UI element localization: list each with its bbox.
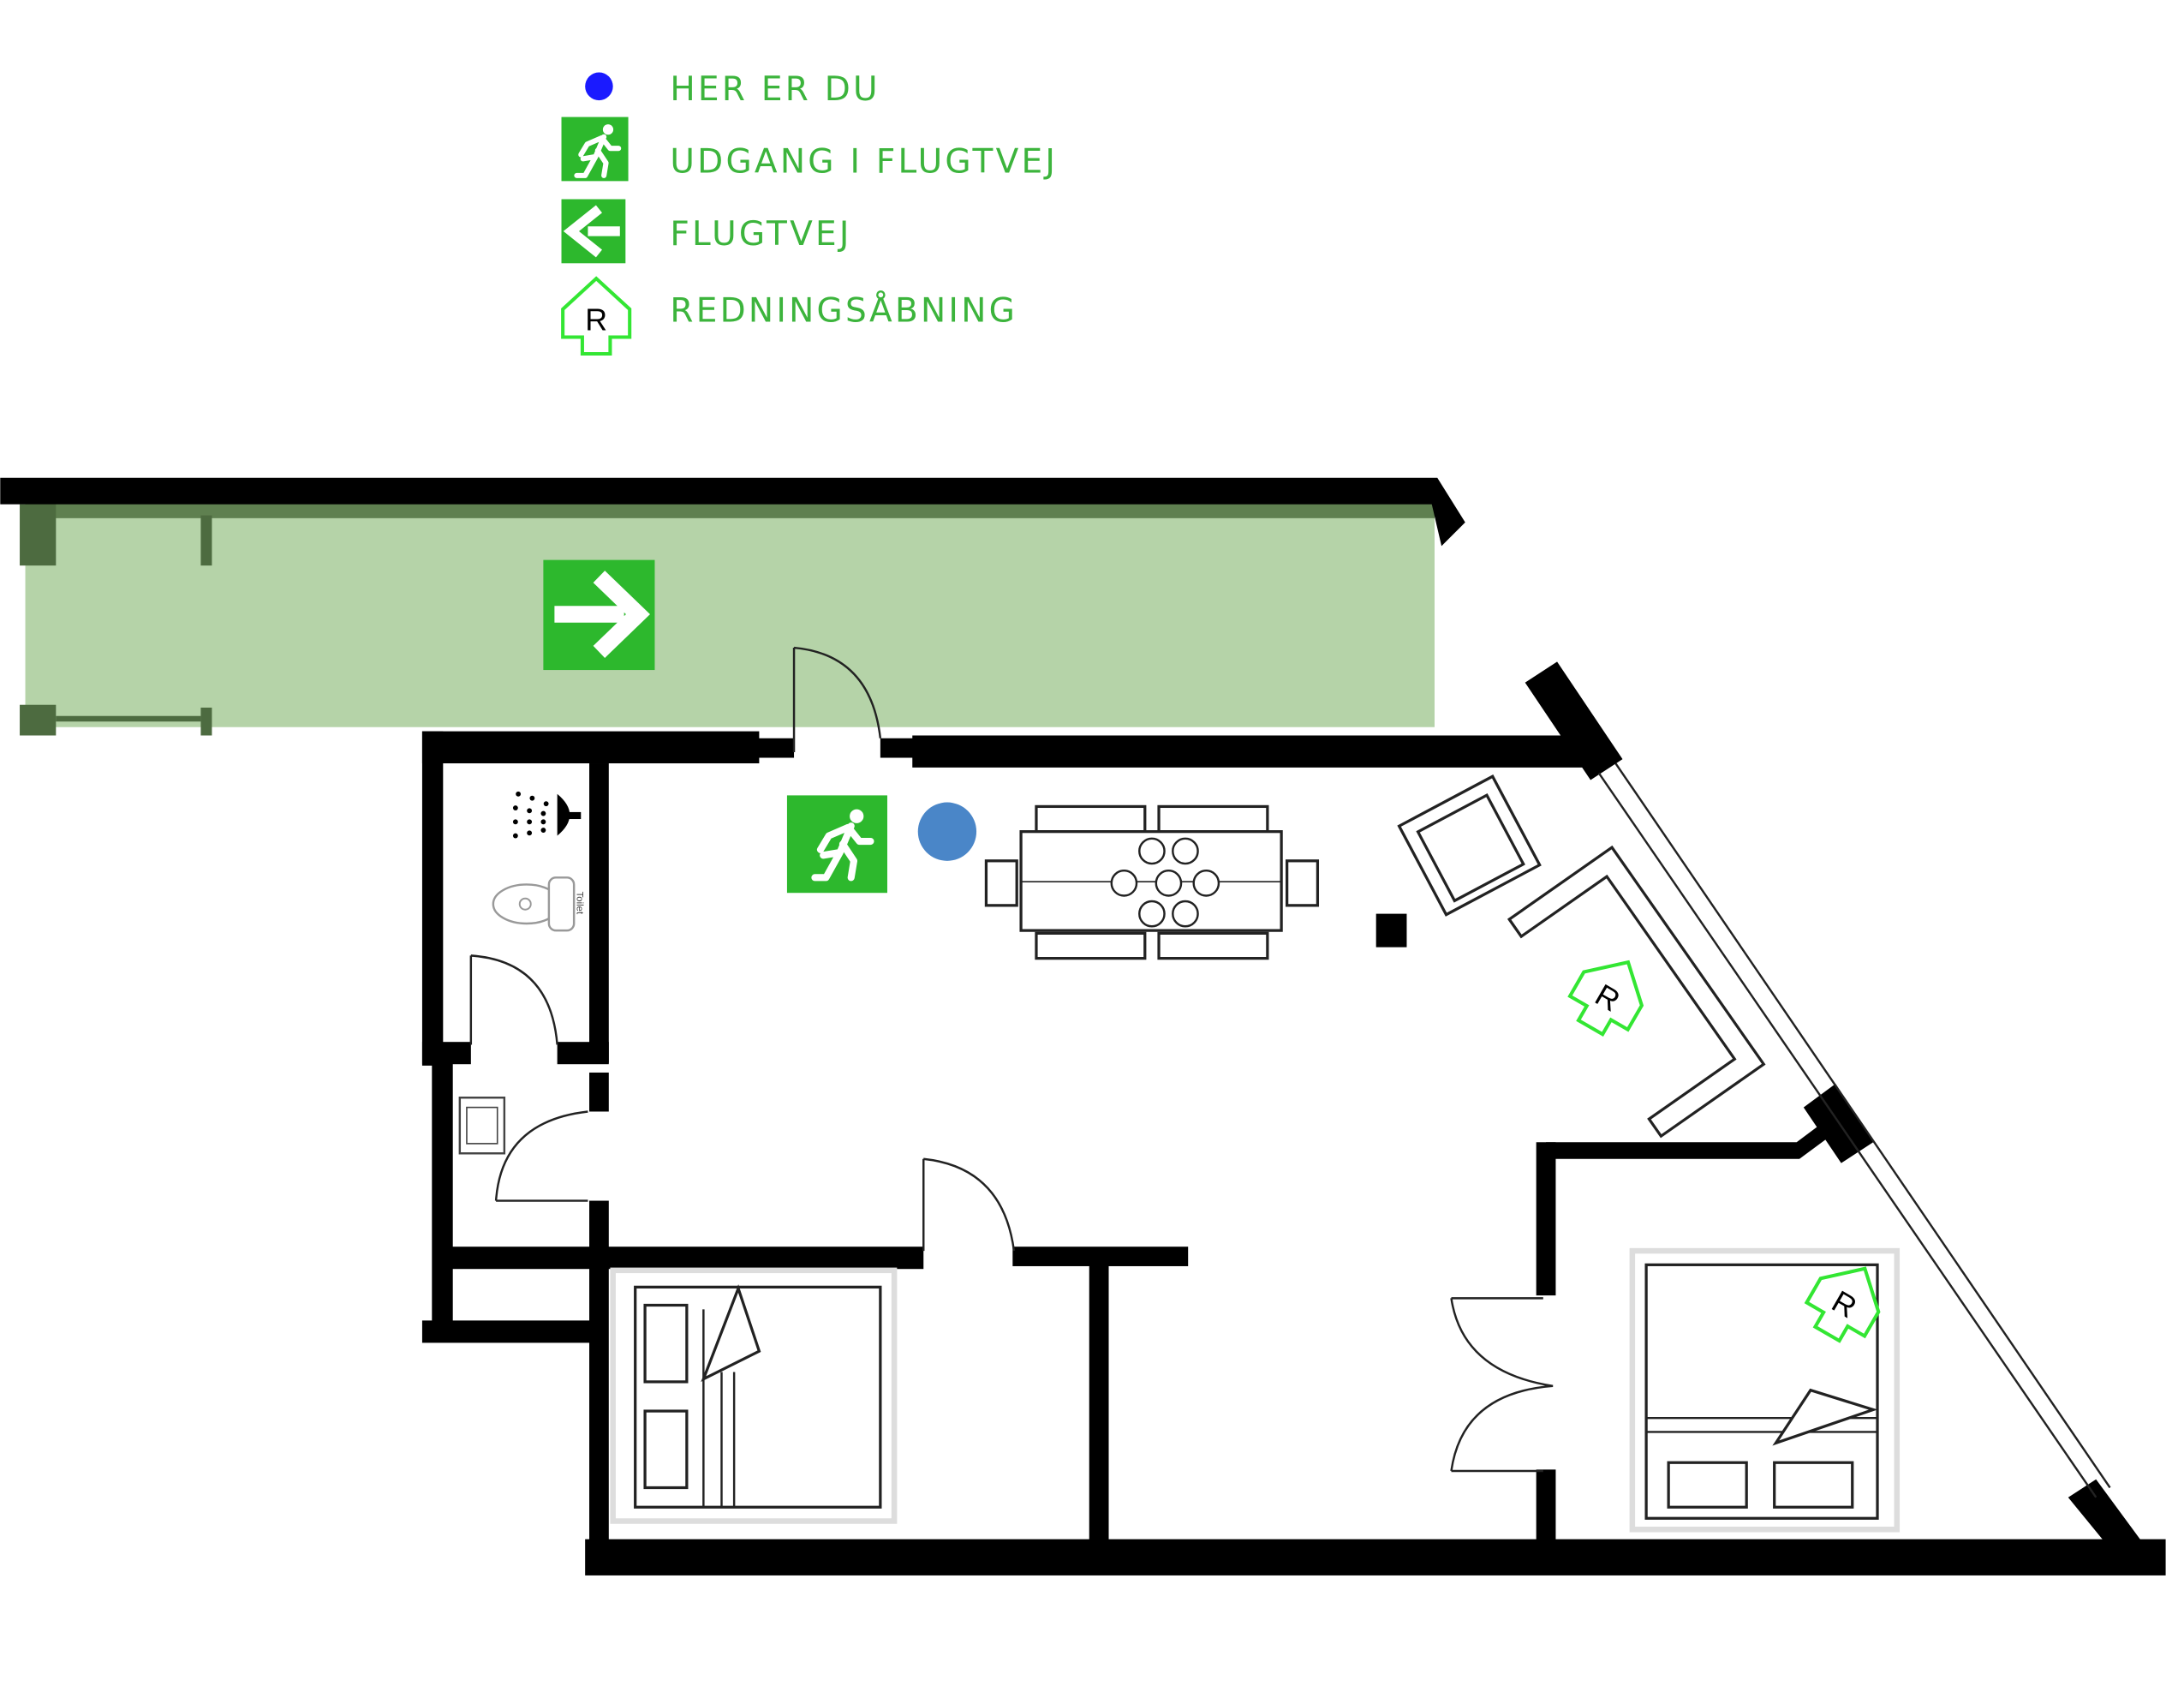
emergency-exit-running-man-icon [561, 117, 629, 182]
rescue-opening-r-icon: R [563, 278, 630, 354]
armchair [1397, 774, 1542, 917]
rescue-opening-sign: R [1561, 946, 1656, 1044]
svg-text:R: R [585, 302, 607, 337]
you-are-here-marker [917, 802, 977, 861]
legend-label: UDGANG I FLUGTVEJ [670, 143, 1058, 182]
legend-item-you-are-here: HER ER DU [585, 70, 880, 109]
bed [610, 1267, 898, 1524]
escape-route-arrow-icon [561, 199, 626, 264]
legend-label: FLUGTVEJ [670, 215, 851, 254]
shower-icon [512, 791, 582, 839]
sofa [1507, 845, 1766, 1139]
legend-item-rescue-opening: R REDNINGSÅBNING [563, 278, 1017, 354]
doors [469, 646, 1554, 1473]
bed [1629, 1247, 1901, 1533]
legend: HER ER DU UDGANG I FLUGTVEJ FLUGTVEJ R R… [561, 70, 1058, 354]
dining-table [984, 804, 1320, 960]
column [1375, 913, 1407, 948]
legend-label: REDNINGSÅBNING [670, 290, 1017, 331]
legend-label: HER ER DU [670, 70, 880, 109]
toilet-label: Toilet [574, 892, 584, 915]
sink-icon [458, 1097, 506, 1155]
toilet-icon: Toilet [492, 876, 584, 932]
legend-item-escape-route: FLUGTVEJ [561, 199, 851, 264]
escape-corridor [0, 477, 1465, 736]
legend-item-exit: UDGANG I FLUGTVEJ [561, 117, 1058, 182]
rescue-opening-sign: R [1799, 1252, 1894, 1350]
walls [421, 661, 2166, 1575]
emergency-exit-sign [786, 795, 887, 894]
escape-route-arrow-sign [543, 559, 655, 671]
you-are-here-dot-icon [585, 72, 613, 101]
